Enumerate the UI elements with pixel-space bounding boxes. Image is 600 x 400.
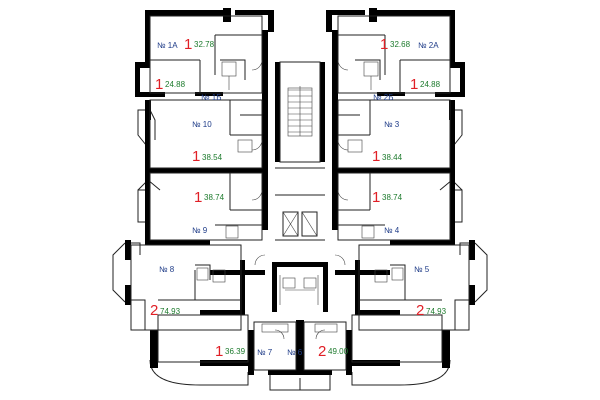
room-count: 1 (192, 148, 200, 165)
unit-area: 74.93 (160, 307, 181, 316)
unit-area: 24.88 (420, 80, 441, 89)
unit-area: 74.93 (426, 307, 447, 316)
interior-partitions (130, 15, 470, 371)
unit-number: № 6 (287, 348, 303, 357)
unit-number: № 9 (192, 226, 208, 235)
door-swings (251, 59, 349, 340)
unit-number: № 7 (257, 348, 273, 357)
room-count: 2 (150, 302, 158, 319)
unit-area: 32.68 (390, 40, 411, 49)
apartment-8: № 8 2 74.93 (150, 265, 181, 319)
room-count: 1 (372, 148, 380, 165)
unit-number: № 2Б (373, 93, 394, 102)
apartment-6: № 6 2 49.00 (287, 343, 349, 360)
unit-number: № 1Б (201, 93, 222, 102)
unit-area: 38.54 (202, 153, 223, 162)
apartment-9: 1 38.74 № 9 (192, 189, 225, 235)
unit-area: 24.88 (165, 80, 186, 89)
unit-number: № 3 (384, 120, 400, 129)
unit-area: 38.74 (382, 193, 403, 202)
room-count: 1 (155, 76, 163, 93)
unit-number: № 2А (418, 41, 439, 50)
apartment-10: № 10 1 38.54 (192, 120, 223, 165)
apartment-1A: № 1А 1 32.78 (157, 36, 215, 53)
apartment-2A: 1 32.68 № 2А (380, 36, 439, 53)
unit-area: 32.78 (194, 40, 215, 49)
apartment-7: 1 36.39 № 7 (215, 343, 273, 360)
room-count: 1 (372, 189, 380, 206)
unit-area: 49.00 (328, 347, 349, 356)
bearing-walls (125, 8, 475, 375)
room-count: 1 (410, 76, 418, 93)
room-count: 2 (416, 302, 424, 319)
unit-area: 38.74 (204, 193, 225, 202)
unit-number: № 5 (414, 265, 430, 274)
apartment-1B: 1 24.88 № 1Б (155, 76, 222, 102)
room-count: 1 (380, 36, 388, 53)
unit-number: № 1А (157, 41, 178, 50)
room-count: 1 (184, 36, 192, 53)
unit-number: № 10 (192, 120, 212, 129)
unit-area: 36.39 (225, 347, 246, 356)
room-count: 1 (194, 189, 202, 206)
apartment-5: № 5 2 74.93 (414, 265, 447, 319)
unit-number: № 4 (384, 226, 400, 235)
apartment-4: 1 38.74 № 4 (372, 189, 403, 235)
room-count: 2 (318, 343, 326, 360)
unit-area: 38.44 (382, 153, 403, 162)
apartment-2B: № 2Б 1 24.88 (373, 76, 441, 102)
unit-number: № 8 (159, 265, 175, 274)
apartment-3: № 3 1 38.44 (372, 120, 403, 165)
room-count: 1 (215, 343, 223, 360)
